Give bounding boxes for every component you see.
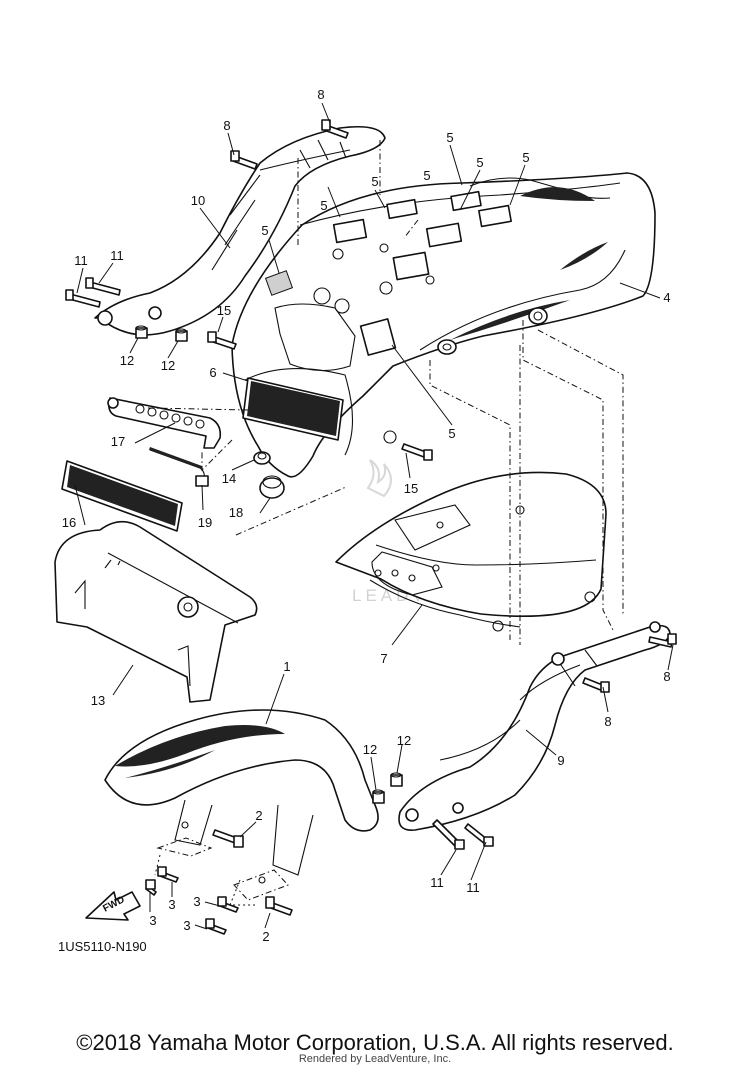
callout-8-right-b: 8 bbox=[604, 714, 611, 729]
callout-19: 19 bbox=[198, 515, 212, 530]
callout-3-d: 3 bbox=[183, 918, 190, 933]
bolt-part-3-a[interactable] bbox=[145, 879, 157, 896]
callout-5-f: 5 bbox=[320, 198, 327, 213]
callout-leader-lines bbox=[74, 102, 674, 930]
callout-2-upper: 2 bbox=[255, 808, 262, 823]
bolt-part-3-b[interactable] bbox=[157, 866, 179, 883]
bolt-part-15-upper[interactable] bbox=[207, 331, 237, 350]
bolt-part-3-d[interactable] bbox=[205, 918, 227, 935]
callout-8-left: 8 bbox=[223, 118, 230, 133]
bolt-part-11-left-b[interactable] bbox=[85, 277, 121, 296]
forward-direction-arrow: FWD bbox=[85, 891, 141, 921]
bolt-part-8-top[interactable] bbox=[321, 119, 349, 139]
callout-9: 9 bbox=[557, 753, 564, 768]
callout-11-left-b: 11 bbox=[110, 248, 124, 263]
callout-15-upper: 15 bbox=[217, 303, 231, 318]
callout-12-right-a: 12 bbox=[363, 742, 377, 757]
bolt-part-3-c[interactable] bbox=[217, 896, 239, 913]
callout-5-e: 5 bbox=[423, 168, 430, 183]
callout-5-h: 5 bbox=[448, 426, 455, 441]
callout-5-b: 5 bbox=[476, 155, 483, 170]
callout-16: 16 bbox=[62, 515, 76, 530]
callout-3-b: 3 bbox=[168, 897, 175, 912]
callout-8-top: 8 bbox=[317, 87, 324, 102]
reflector-part-16[interactable] bbox=[61, 460, 183, 532]
bolt-part-8-right-a[interactable] bbox=[648, 633, 677, 648]
rear-rail-part-10[interactable] bbox=[94, 125, 386, 336]
collar-part-12-right-a[interactable] bbox=[372, 789, 385, 804]
rendered-by-credit: Rendered by LeadVenture, Inc. bbox=[298, 1053, 452, 1065]
assembly-guide-lines bbox=[147, 140, 624, 906]
tail-light-bracket-part-17[interactable] bbox=[107, 397, 222, 449]
callout-18: 18 bbox=[229, 505, 243, 520]
callout-5-g: 5 bbox=[261, 223, 268, 238]
callout-6: 6 bbox=[209, 365, 216, 380]
callout-10: 10 bbox=[191, 193, 205, 208]
wire-harness-part-19[interactable] bbox=[149, 447, 209, 487]
callout-numbers: 8 8 5 5 5 5 5 5 5 10 11 11 12 12 15 4 6 … bbox=[62, 87, 671, 944]
bolt-part-11-right-a[interactable] bbox=[432, 819, 465, 850]
callout-3-a: 3 bbox=[149, 913, 156, 928]
callout-17: 17 bbox=[111, 434, 125, 449]
bolt-part-11-right-b[interactable] bbox=[464, 823, 494, 847]
collar-part-12-right-b[interactable] bbox=[390, 772, 403, 787]
callout-5-d: 5 bbox=[371, 174, 378, 189]
callout-2-lower: 2 bbox=[262, 929, 269, 944]
diagram-code: 1US5110-N190 bbox=[58, 939, 147, 954]
watermark-flame-logo bbox=[366, 459, 392, 498]
inner-fender-part-7[interactable] bbox=[335, 471, 607, 632]
collar-part-12-left-a[interactable] bbox=[135, 325, 148, 339]
callout-15-lower: 15 bbox=[404, 481, 418, 496]
rear-rail-part-9[interactable] bbox=[398, 621, 671, 831]
bolt-part-8-right-b[interactable] bbox=[582, 677, 610, 693]
license-plate-bracket-part-13[interactable] bbox=[54, 520, 258, 703]
callout-14: 14 bbox=[222, 471, 236, 486]
bolt-part-15-lower[interactable] bbox=[401, 443, 433, 461]
copyright-notice: ©2018 Yamaha Motor Corporation, U.S.A. A… bbox=[76, 1030, 674, 1055]
callout-3-c: 3 bbox=[193, 894, 200, 909]
bolt-part-8-left[interactable] bbox=[230, 150, 258, 170]
bolt-part-2-lower[interactable] bbox=[265, 896, 293, 916]
callout-13: 13 bbox=[91, 693, 105, 708]
rear-fender-part-4[interactable] bbox=[231, 172, 656, 478]
callout-11-right-b: 11 bbox=[466, 880, 480, 895]
front-fender-part-1[interactable] bbox=[104, 709, 379, 884]
callout-12-left-a: 12 bbox=[120, 353, 134, 368]
bolt-part-11-left-a[interactable] bbox=[65, 289, 101, 308]
callout-12-right-b: 12 bbox=[397, 733, 411, 748]
callout-11-left-a: 11 bbox=[74, 253, 88, 268]
callout-7: 7 bbox=[380, 651, 387, 666]
callout-4: 4 bbox=[663, 290, 670, 305]
callout-11-right-a: 11 bbox=[430, 875, 444, 890]
collar-part-12-left-b[interactable] bbox=[175, 328, 188, 342]
callout-1: 1 bbox=[283, 659, 290, 674]
callout-5-c: 5 bbox=[522, 150, 529, 165]
grommet-part-14[interactable] bbox=[253, 451, 271, 465]
reflector-plate-part-6[interactable] bbox=[242, 377, 344, 441]
damper-part-18[interactable] bbox=[259, 475, 285, 499]
callout-12-left-b: 12 bbox=[161, 358, 175, 373]
callout-8-right-a: 8 bbox=[663, 669, 670, 684]
callout-5-a: 5 bbox=[446, 130, 453, 145]
bolt-part-2-upper[interactable] bbox=[212, 829, 244, 848]
